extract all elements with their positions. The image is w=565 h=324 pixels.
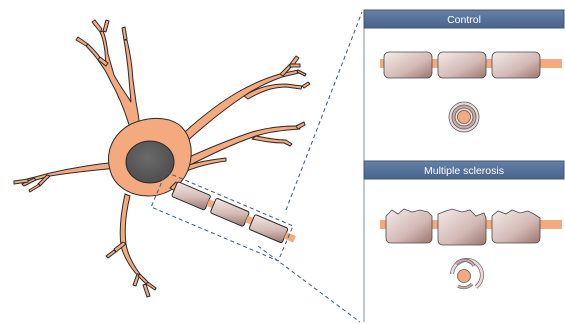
ms-title: Multiple sclerosis: [424, 165, 504, 177]
damaged-myelin-segment: [492, 210, 540, 243]
myelin-segment: [384, 52, 432, 78]
control-cross-section: [449, 102, 479, 132]
neuron: [14, 20, 310, 297]
myelin-segment: [492, 52, 540, 78]
zoom-line-bottom: [258, 246, 360, 322]
myelin-segment: [249, 214, 288, 243]
myelin-segment: [210, 198, 249, 227]
ms-axon: [380, 209, 562, 245]
control-axon: [380, 52, 562, 78]
nucleus-icon: [126, 141, 174, 183]
neuron-myelin-segments: [171, 182, 297, 248]
control-title: Control: [447, 14, 481, 26]
comparison-panel: Control Multiple sclerosis: [364, 10, 564, 322]
damaged-myelin-segment: [386, 209, 432, 243]
damaged-myelin-segment: [438, 209, 486, 245]
myelin-segment: [171, 182, 210, 211]
myelin-segment: [438, 52, 486, 78]
zoom-line-top: [286, 12, 362, 210]
ms-cross-section: [452, 260, 482, 288]
